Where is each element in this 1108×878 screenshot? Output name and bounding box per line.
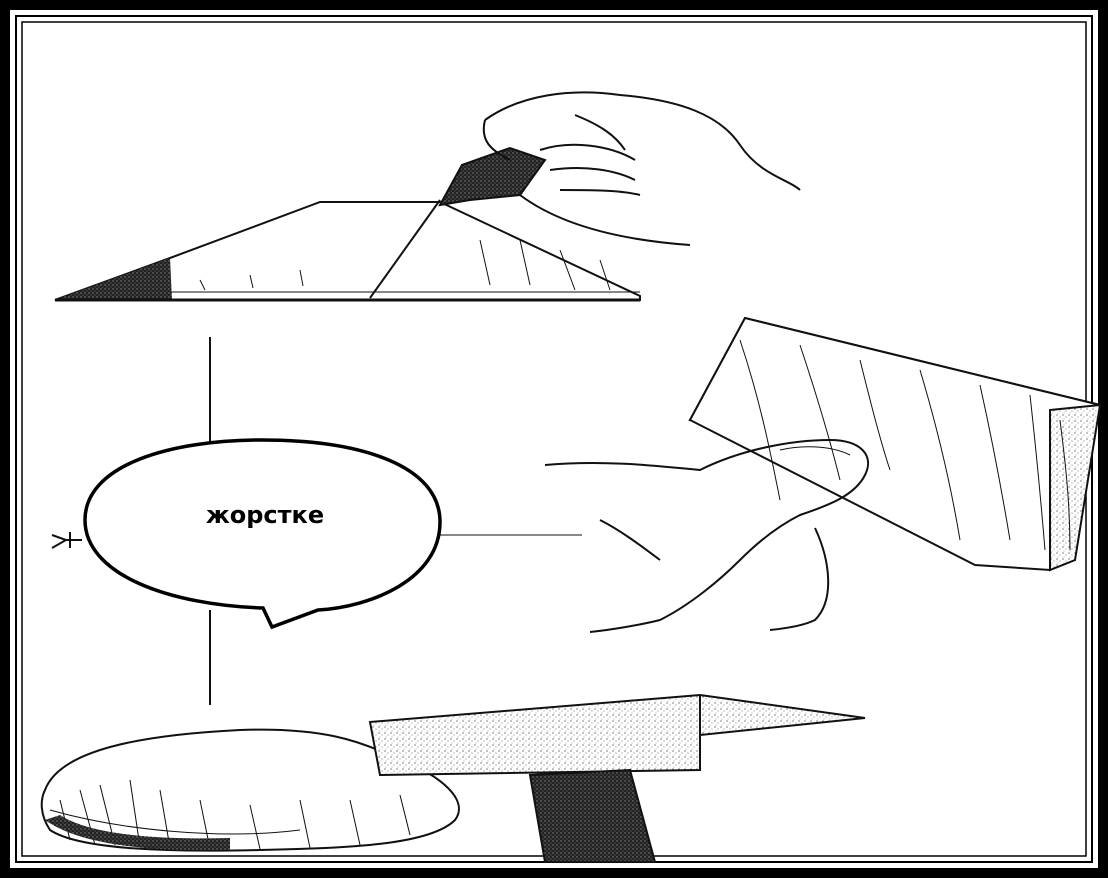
- wedge-sanding-illustration: [55, 92, 800, 300]
- callout-label: жорстке: [185, 500, 345, 530]
- sanding-pad: [440, 148, 545, 205]
- block-front: [690, 318, 1100, 570]
- hammer-head: [370, 695, 865, 775]
- speech-bubble: [85, 440, 440, 627]
- wedge-dark-edge: [55, 258, 172, 300]
- wood-block-illustration: [545, 318, 1100, 632]
- left-arrow-marker-icon: [52, 532, 82, 548]
- hammer-stone-illustration: [42, 695, 865, 862]
- hammer-handle: [530, 770, 655, 862]
